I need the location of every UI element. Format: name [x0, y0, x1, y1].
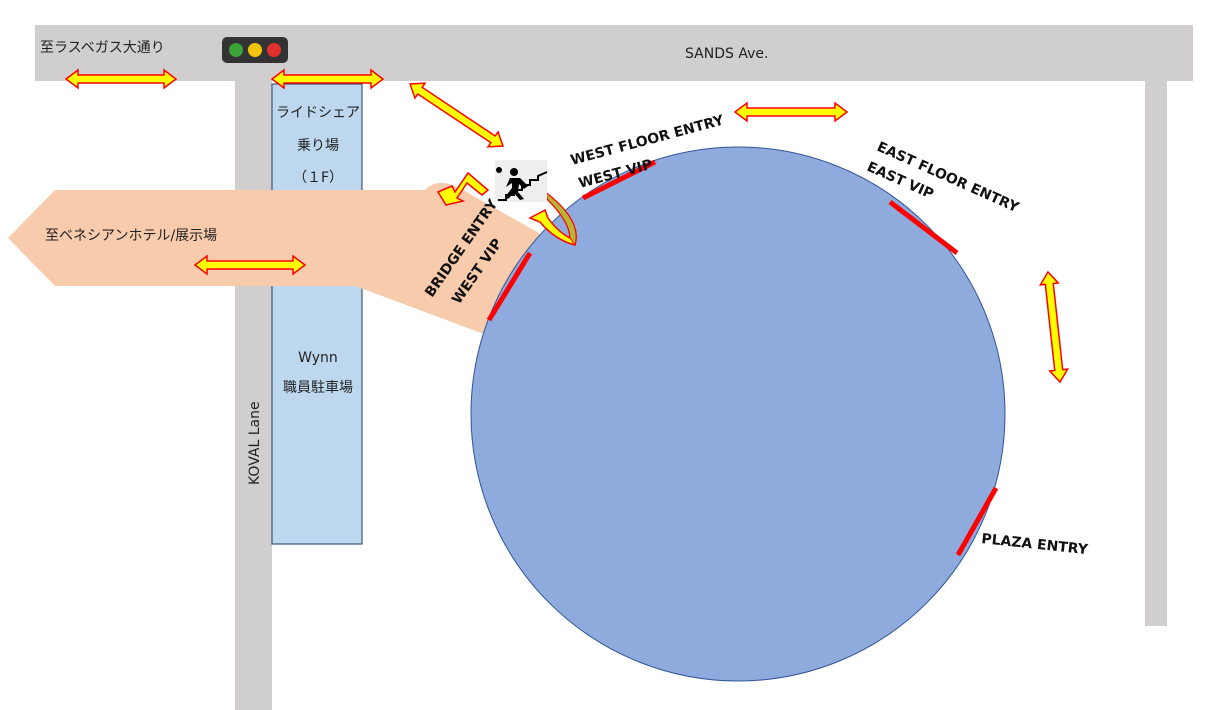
plaza-entry-label: PLAZA ENTRY: [981, 531, 1090, 558]
rideshare-label-1: ライドシェア: [276, 105, 360, 121]
double-arrow-icon: [270, 68, 385, 90]
koval-lane-label: KOVAL Lane: [247, 401, 263, 485]
to-venetian-label: 至ベネシアンホテル/展示場: [45, 228, 217, 244]
bent-arrow: [436, 171, 490, 206]
west-floor-entry-marker: [581, 159, 657, 201]
double-arrow-icon: [64, 68, 178, 90]
plaza-entry-marker: [955, 486, 999, 557]
sands-ave-road: [35, 25, 1193, 81]
parking-label-2: 職員駐車場: [283, 379, 353, 396]
east-side-road: [1145, 81, 1167, 626]
double-arrow-icon: [1038, 270, 1070, 384]
rideshare-label-2: 乗り場: [297, 138, 339, 154]
koval-lane-road: [235, 81, 272, 710]
parking-label-1: Wynn: [298, 350, 338, 366]
curved-arrow-tail: [543, 190, 577, 247]
double-arrow-icon: [408, 82, 505, 148]
stairs-icon: [495, 160, 548, 202]
east-floor-entry-marker: [888, 200, 959, 255]
double-arrow-icon: [733, 101, 849, 123]
traffic-light-icon: [222, 37, 288, 63]
venue-building: [470, 146, 1006, 682]
double-arrow-icon: [193, 254, 307, 276]
rideshare-parking-area: [271, 83, 363, 545]
rideshare-label-3: （１F）: [293, 170, 343, 186]
to-las-vegas-blvd-label: 至ラスベガス大通り: [40, 40, 165, 56]
bridge-entry-marker: [486, 251, 533, 322]
sands-ave-label: SANDS Ave.: [685, 46, 768, 62]
